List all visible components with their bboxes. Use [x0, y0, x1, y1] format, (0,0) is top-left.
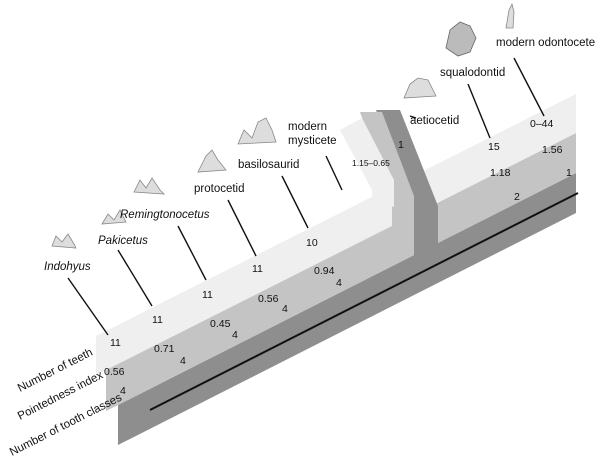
branch-mysticete — [325, 155, 343, 191]
taxon-label: Indohyus — [44, 261, 91, 273]
mysticete-band-light — [340, 118, 394, 218]
classes-value: 1 — [566, 167, 572, 179]
tooth-icon-pakicetus — [101, 209, 127, 225]
classes-value: 4 — [232, 329, 238, 341]
tooth-icon-basilosaurid — [237, 117, 277, 145]
taxon-label: basilosaurid — [238, 159, 299, 171]
teeth-value: 11 — [252, 263, 263, 275]
pointedness-value: 0.56 — [104, 366, 125, 378]
tooth-icon-aetiocetid — [403, 77, 437, 99]
taxon-label: modern odontocete — [496, 37, 595, 49]
pointedness-value: 1 — [398, 139, 404, 151]
taxon-label: protocetid — [194, 183, 245, 195]
pointedness-value: 0.71 — [154, 343, 175, 355]
branch-indohyus — [67, 277, 109, 336]
taxon-label: modern — [288, 121, 327, 133]
branch-remingtonocetus — [177, 225, 207, 281]
band-pointedness — [106, 133, 576, 411]
teeth-value: 10 — [306, 237, 318, 249]
pointedness-value: 0.56 — [258, 293, 279, 305]
branch-protocetid — [227, 199, 257, 257]
taxon-label: mysticete — [288, 135, 337, 147]
classes-value: 2 — [514, 191, 520, 203]
taxon-label: aetiocetid — [410, 115, 459, 127]
pointedness-value: 1.56 — [542, 144, 563, 156]
pointedness-value: 1.18 — [490, 167, 511, 179]
tooth-icon-remingtonocetus — [133, 177, 166, 195]
classes-value: 4 — [336, 277, 342, 289]
teeth-value: 11 — [110, 337, 121, 349]
tooth-icon-indohyus — [51, 233, 77, 249]
teeth-value: 11 — [202, 289, 213, 301]
branch-pakicetus — [117, 249, 153, 307]
taxon-label: Remingtonocetus — [120, 209, 210, 221]
branch-squalodontid — [467, 83, 491, 139]
classes-value: 4 — [180, 355, 186, 367]
pointedness-value: 0.45 — [210, 318, 231, 330]
tooth-icon-odontocete — [505, 2, 515, 29]
classes-value: 4 — [120, 385, 126, 397]
tooth-icon-protocetid — [197, 149, 227, 173]
row-label-classes: Number of tooth classes — [8, 392, 124, 459]
teeth-value: 1.15–0.65 — [352, 158, 390, 168]
band-teeth — [96, 94, 576, 375]
taxon-label: squalodontid — [440, 67, 505, 79]
branch-basilosaurid — [281, 175, 309, 229]
pointedness-value: 0.94 — [314, 265, 335, 277]
teeth-value: 15 — [488, 141, 500, 153]
teeth-value: 0–44 — [530, 118, 554, 130]
teeth-value: 11 — [152, 314, 163, 326]
baseline — [149, 192, 579, 411]
classes-value: 4 — [282, 303, 288, 315]
tooth-icon-squalodontid — [445, 21, 477, 57]
branch-aetiocetid — [409, 115, 417, 119]
branch-odontocete — [513, 57, 545, 117]
taxon-label: Pakicetus — [98, 235, 148, 247]
